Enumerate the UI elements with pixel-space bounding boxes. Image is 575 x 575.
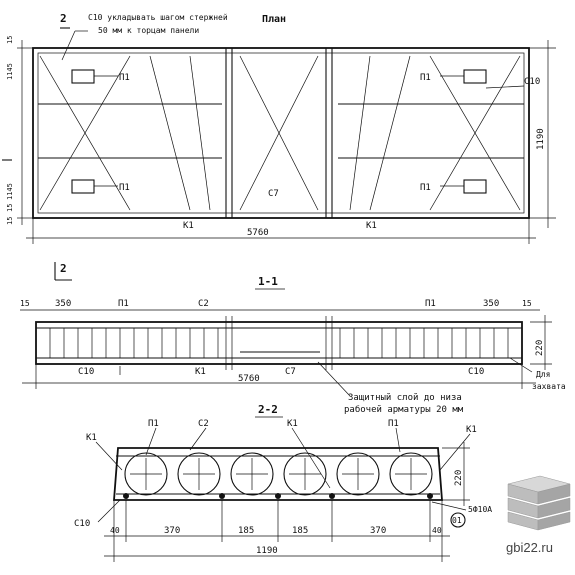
dim-350: 350 <box>483 299 499 309</box>
plan-section-mark: 2 <box>60 262 67 275</box>
bottom-rebars <box>123 493 433 499</box>
watermark: gbi22.ru <box>506 475 571 555</box>
dim-370: 370 <box>164 526 180 536</box>
grip-label-line1: Для <box>536 370 550 379</box>
section-2-2-title: 2-2 <box>258 403 278 416</box>
label-k1: К1 <box>183 221 194 231</box>
label-p1: П1 <box>119 73 130 83</box>
stirrups-right <box>339 328 509 358</box>
label-p1: П1 <box>148 419 159 429</box>
loop-p1 <box>71 179 95 194</box>
plan-outline <box>32 47 530 219</box>
label-c10: С10 <box>468 367 484 377</box>
label-c10: С10 <box>74 519 90 529</box>
plan-note-line1: С10 укладывать шагом стержней <box>88 13 228 22</box>
label-k1: К1 <box>366 221 377 231</box>
cover-note-line1: Защитный слой до низа <box>348 393 462 403</box>
section-1-1-title: 1-1 <box>258 275 278 288</box>
section-1-1: 1-1 15 350 350 15 П1 С2 П1 <box>20 275 566 415</box>
section-2-2-height: 220 <box>454 470 464 486</box>
plan-note-line2: 50 мм к торцам панели <box>98 26 199 35</box>
position-mark-label: 01 <box>452 516 462 525</box>
dim-40: 40 <box>110 526 120 535</box>
section-2-2-width: 1190 <box>256 546 278 556</box>
dim-1145: 1145 <box>6 183 14 200</box>
plan-section-mark: 2 <box>60 12 67 25</box>
label-c10: С10 <box>78 367 94 377</box>
label-c10: С10 <box>524 77 540 87</box>
hollow-core <box>283 452 327 496</box>
grip-label-line2: захвата <box>532 382 566 391</box>
dim-350: 350 <box>55 299 71 309</box>
loop-p1 <box>463 179 487 194</box>
hollow-core <box>230 452 274 496</box>
section-1-1-length: 5760 <box>238 374 260 384</box>
section-2-2: 2-2 К1 П1 С2 К1 П1 К1 <box>74 403 492 562</box>
logo-stack-icon <box>507 475 571 531</box>
dim-15: 15 <box>6 36 14 44</box>
dim-15: 15 <box>6 204 14 212</box>
dim-15: 15 <box>20 299 30 308</box>
cover-note-line2: рабочей арматуры 20 мм <box>344 404 464 415</box>
label-p1: П1 <box>420 183 431 193</box>
label-k1: К1 <box>466 425 477 435</box>
dim-370: 370 <box>370 526 386 536</box>
dim-1145: 1145 <box>6 63 14 80</box>
hollow-core <box>336 452 380 496</box>
dim-15: 15 <box>6 217 14 225</box>
label-p1: П1 <box>119 183 130 193</box>
label-p1: П1 <box>388 419 399 429</box>
beam-outline <box>35 321 523 365</box>
plan-view: 2 С10 укладывать шагом стержней 50 мм к … <box>2 12 556 281</box>
loop-p1 <box>71 69 95 84</box>
label-c7: С7 <box>268 189 279 199</box>
hollow-core <box>389 452 433 496</box>
label-k1: К1 <box>86 433 97 443</box>
hollow-core <box>124 452 168 496</box>
label-k1: К1 <box>287 419 298 429</box>
dim-185: 185 <box>292 526 308 536</box>
stirrups-left <box>49 328 219 358</box>
site-name: gbi22.ru <box>506 540 553 555</box>
plan-width: 1190 <box>536 128 546 150</box>
dim-15: 15 <box>522 299 532 308</box>
label-p1: П1 <box>425 299 436 309</box>
label-p1: П1 <box>420 73 431 83</box>
loop-p1 <box>463 69 487 84</box>
label-c2: С2 <box>198 419 209 429</box>
hollow-core <box>177 452 221 496</box>
position-mark <box>450 512 466 528</box>
dim-40: 40 <box>432 526 442 535</box>
label-p1: П1 <box>118 299 129 309</box>
dim-185: 185 <box>238 526 254 536</box>
hollow-cores <box>124 452 433 496</box>
plan-title: План <box>262 14 286 25</box>
label-c2: С2 <box>198 299 209 309</box>
label-c7: С7 <box>285 367 296 377</box>
section-1-1-height: 220 <box>535 340 545 356</box>
label-k1: К1 <box>195 367 206 377</box>
plan-length: 5760 <box>247 228 269 238</box>
rebar-note: 5Ф10А <box>468 505 492 514</box>
